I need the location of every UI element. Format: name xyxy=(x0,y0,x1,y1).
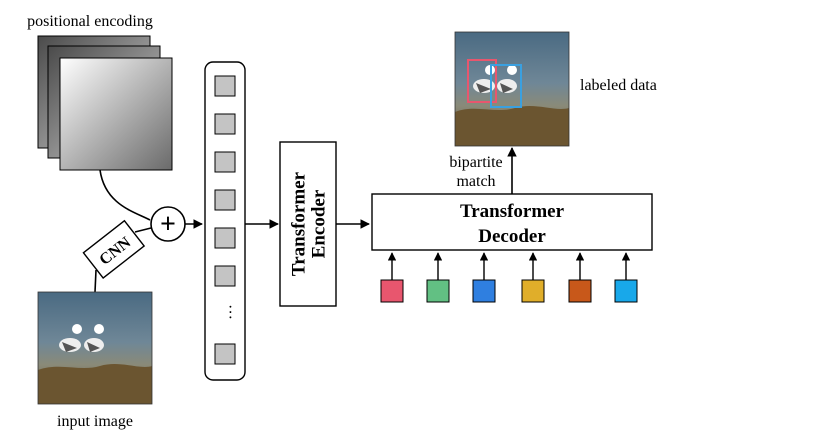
bipartite-label: bipartite xyxy=(449,154,502,171)
cnn-box xyxy=(82,219,146,279)
object-queries xyxy=(380,252,638,303)
pe-to-plus-connector xyxy=(99,169,151,221)
token-cell xyxy=(214,113,236,135)
labeled-seagull-left-wing xyxy=(476,83,491,93)
plus-operator: + xyxy=(150,206,186,242)
image-to-cnn-connector xyxy=(94,269,97,293)
pe-layer-front xyxy=(59,57,173,171)
positional-encoding-label: positional encoding xyxy=(27,13,153,30)
input-image-border xyxy=(37,291,153,405)
token-ellipsis: ··· xyxy=(221,304,238,320)
seagull-right-head xyxy=(94,324,104,334)
bounding-box-blue xyxy=(490,64,522,108)
input-image-rocks xyxy=(38,364,152,404)
seagull-right-wing xyxy=(87,342,100,352)
object-query-6 xyxy=(614,279,638,303)
object-query-4 xyxy=(521,279,545,303)
token-cells xyxy=(214,75,236,365)
object-query-2 xyxy=(426,279,450,303)
labeled-image xyxy=(454,31,570,147)
labeled-image-rocks xyxy=(455,106,569,146)
token-cell xyxy=(214,75,236,97)
encoder-box xyxy=(279,141,337,307)
match-label: match xyxy=(456,173,495,190)
decoder-label-line2: Decoder xyxy=(478,226,546,247)
input-image-label: input image xyxy=(57,413,133,430)
labeled-seagull-right-wing xyxy=(500,83,513,93)
bounding-box-pink xyxy=(467,59,497,103)
token-cell xyxy=(214,343,236,365)
object-query-3 xyxy=(472,279,496,303)
cnn-block: CNN xyxy=(82,219,146,279)
object-query-1 xyxy=(380,279,404,303)
token-cell xyxy=(214,189,236,211)
token-column-frame xyxy=(204,61,246,381)
cnn-to-plus-connector xyxy=(134,227,152,233)
seagull-left-head xyxy=(72,324,82,334)
object-query-5 xyxy=(568,279,592,303)
decoder-label-line1: Transformer xyxy=(460,201,565,222)
positional-encoding-stack xyxy=(37,35,173,171)
encoder-label-line2: Encoder xyxy=(308,189,329,258)
token-cell xyxy=(214,265,236,287)
encoder-label-line1: Transformer xyxy=(288,171,309,276)
labeled-image-border xyxy=(454,31,570,147)
seagull-left-wing xyxy=(62,342,77,352)
labeled-seagull-right-head xyxy=(507,65,517,75)
transformer-decoder-block: Transformer Decoder xyxy=(371,193,653,251)
input-image xyxy=(37,291,153,405)
labeled-data-label: labeled data xyxy=(580,77,657,94)
token-cell xyxy=(214,227,236,249)
token-cell xyxy=(214,151,236,173)
decoder-box xyxy=(371,193,653,251)
plus-symbol: + xyxy=(160,209,176,240)
image-token-column: ··· xyxy=(204,61,246,381)
transformer-encoder-block: Transformer Encoder xyxy=(279,141,337,307)
